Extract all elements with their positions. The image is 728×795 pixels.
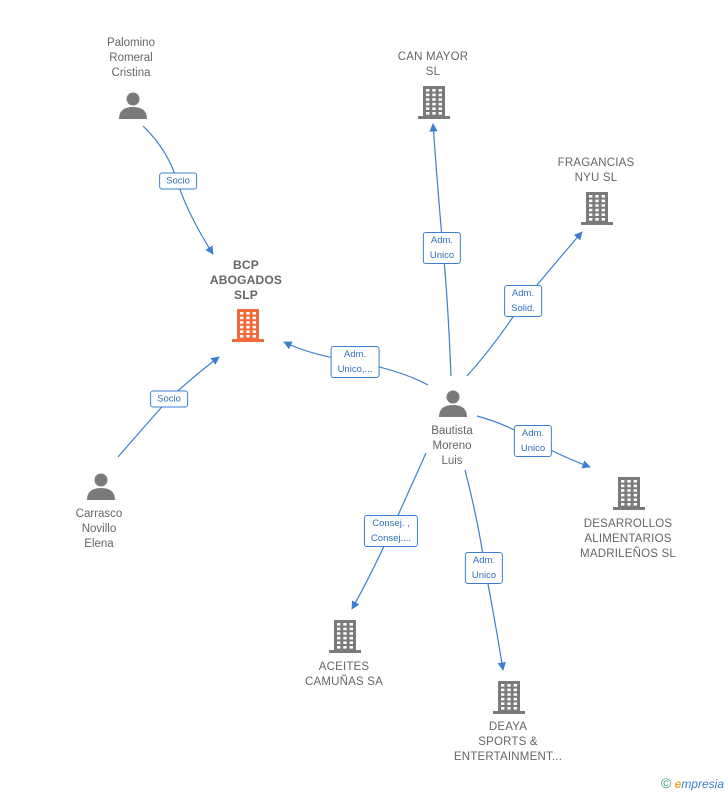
- label-line: Bautista: [431, 425, 473, 437]
- label-line: Luis: [441, 455, 463, 467]
- node-label-aceites[interactable]: ACEITES CAMUÑAS SA: [305, 660, 383, 690]
- node-label-fragancias[interactable]: FRAGANCIAS NYU SL: [558, 156, 635, 186]
- label-line: Solid.: [511, 303, 535, 314]
- building-icon[interactable]: [581, 192, 613, 225]
- label-line: FRAGANCIAS: [557, 157, 635, 169]
- brand-name: mpresia: [681, 777, 724, 791]
- label-line: Romeral: [109, 52, 153, 64]
- label-line: Consej....: [370, 533, 412, 544]
- label-line: ENTERTAINMENT...: [453, 751, 563, 763]
- node-label-can_mayor[interactable]: CAN MAYOR SL: [398, 50, 469, 80]
- copyright-icon: ©: [660, 775, 672, 791]
- person-icon[interactable]: [119, 92, 147, 120]
- label-line: Carrasco: [75, 508, 123, 520]
- label-line: DESARROLLOS: [583, 518, 673, 530]
- label-line: Unico: [520, 443, 546, 454]
- building-icon[interactable]: [613, 477, 645, 510]
- edge-label-bautista-deaya[interactable]: Adm. Unico: [464, 552, 504, 584]
- label-line: BCP: [233, 258, 259, 272]
- label-line: Unico,...: [337, 364, 373, 375]
- label-line: Adm.: [430, 235, 454, 246]
- edge-label-bautista-aceites[interactable]: Consej. , Consej....: [363, 515, 419, 547]
- label-line: Socio: [157, 393, 181, 405]
- label-line: Novillo: [81, 523, 117, 535]
- node-label-deaya[interactable]: DEAYA SPORTS & ENTERTAINMENT...: [454, 720, 562, 765]
- label-line: CAN MAYOR: [397, 51, 469, 63]
- building-icon[interactable]: [232, 309, 264, 342]
- person-icon[interactable]: [439, 390, 467, 418]
- label-line: ACEITES: [318, 661, 370, 673]
- label-line: Adm.: [511, 288, 535, 299]
- edge-label-bautista-bcp[interactable]: Adm. Unico,...: [330, 346, 380, 378]
- edge-label-bautista-can_mayor[interactable]: Adm. Unico: [422, 232, 462, 264]
- label-line: Elena: [84, 538, 114, 550]
- label-line: Palomino: [107, 37, 155, 49]
- label-line: SLP: [234, 288, 258, 302]
- label-line: SL: [425, 66, 441, 78]
- label-line: CAMUÑAS SA: [304, 676, 384, 688]
- label-line: Adm.: [343, 349, 367, 360]
- person-icon[interactable]: [87, 473, 115, 501]
- label-line: NYU SL: [574, 172, 618, 184]
- edge-label-carrasco-bcp[interactable]: Socio: [150, 390, 188, 408]
- building-icon[interactable]: [329, 620, 361, 653]
- label-line: ABOGADOS: [209, 273, 283, 287]
- building-icon[interactable]: [493, 681, 525, 714]
- label-line: ALIMENTARIOS: [584, 533, 672, 545]
- label-line: Cristina: [111, 67, 151, 79]
- brand-logo-e: e: [674, 777, 682, 791]
- node-label-desarrollos[interactable]: DESARROLLOS ALIMENTARIOS MADRILEÑOS SL: [580, 517, 676, 562]
- edge-label-palomino-bcp[interactable]: Socio: [159, 172, 197, 190]
- edge-palomino-bcp: [142, 125, 214, 255]
- footer-brand[interactable]: © empresia: [661, 775, 724, 791]
- label-line: Adm.: [472, 555, 496, 566]
- label-line: Unico: [429, 250, 455, 261]
- edge-label-bautista-fragancias[interactable]: Adm. Solid.: [504, 285, 542, 317]
- label-line: Socio: [166, 175, 190, 187]
- edge-label-bautista-desarrollos[interactable]: Adm. Unico: [513, 425, 553, 457]
- label-line: Moreno: [432, 440, 472, 452]
- label-line: Adm.: [521, 428, 545, 439]
- label-line: DEAYA: [488, 721, 528, 733]
- label-line: MADRILEÑOS SL: [580, 548, 676, 560]
- label-line: SPORTS &: [478, 736, 538, 748]
- label-line: Consej. ,: [372, 518, 410, 529]
- label-line: Unico: [471, 570, 497, 581]
- building-icon[interactable]: [418, 86, 450, 119]
